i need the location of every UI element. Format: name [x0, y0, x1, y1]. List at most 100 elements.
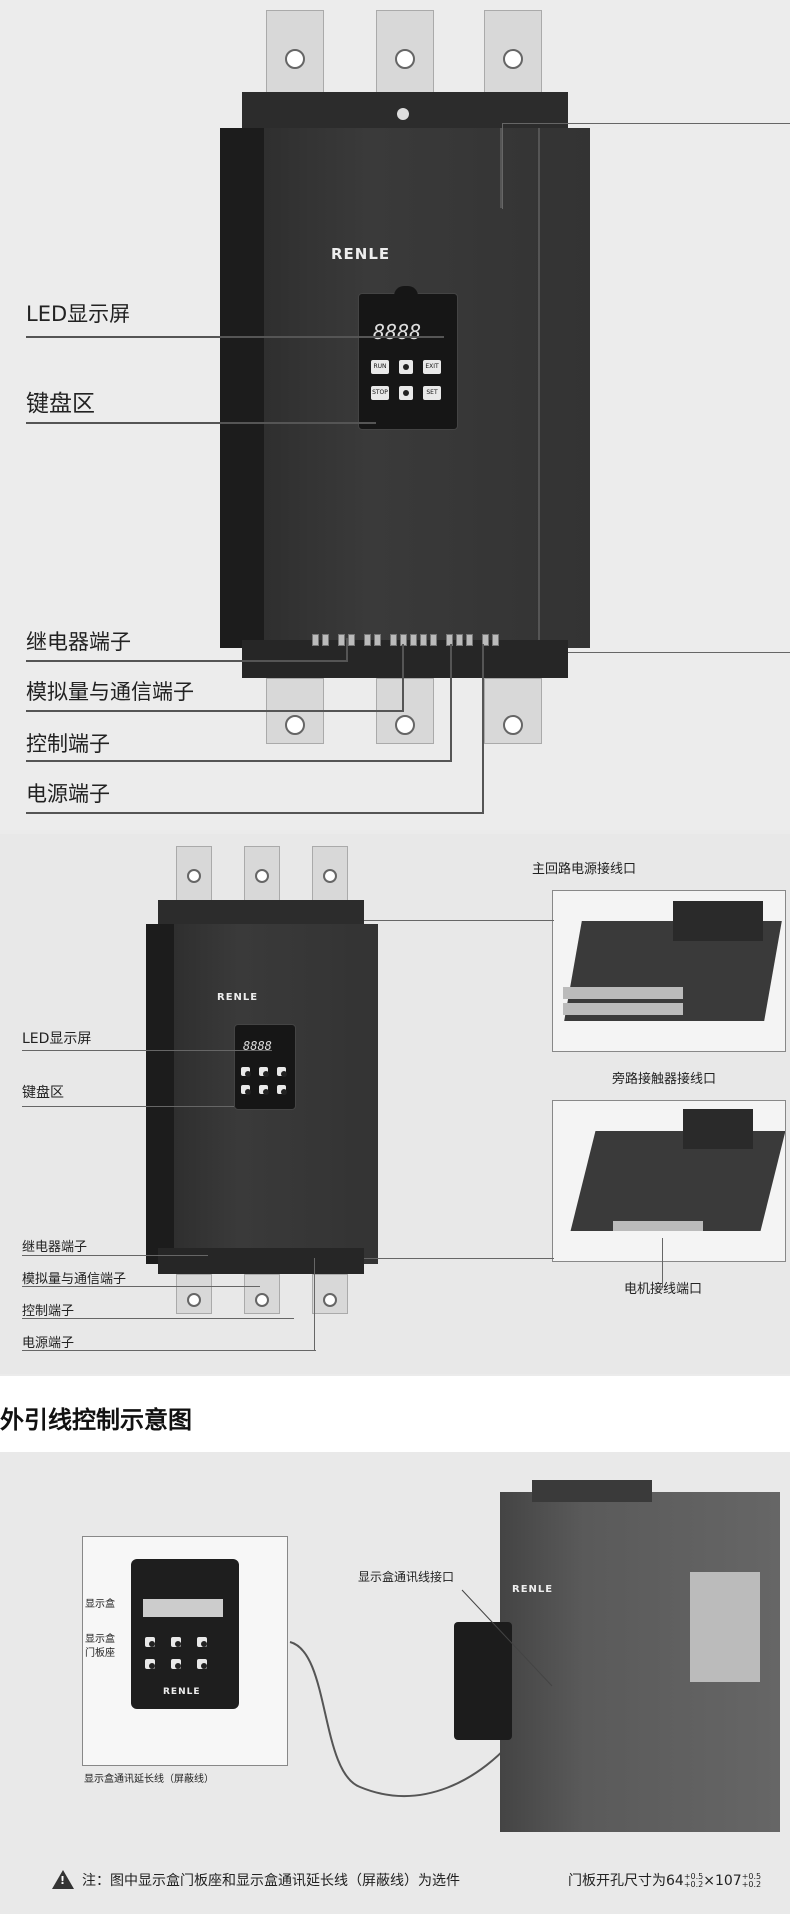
p2-top-frame	[158, 900, 364, 928]
leader-relay-v	[346, 638, 348, 662]
unit-top-fins	[532, 1480, 652, 1502]
brand-logo: RENLE	[331, 245, 391, 263]
panel-overview-large: RENLE 8888 RUN EXIT STOP SET LED显示屏 键盘区 …	[0, 0, 790, 830]
warning-icon: !	[52, 1870, 74, 1889]
label-door-seat: 显示盒 门板座	[85, 1634, 115, 1659]
leader-led	[26, 336, 444, 338]
p2-leader-led	[22, 1050, 272, 1051]
p2-leader-motor-v	[662, 1238, 663, 1288]
top-lug-3	[484, 10, 542, 100]
panel-overview-with-ports: RENLE 8888 LED显示屏 键盘区 继电器端子 模拟量与通信端子 控制端…	[0, 834, 790, 1374]
label-display-box: 显示盒	[85, 1599, 115, 1610]
body-side-edge	[220, 128, 264, 648]
box-key-2[interactable]	[171, 1637, 181, 1647]
bottom-frame	[242, 640, 568, 678]
bottom-lug-3	[484, 678, 542, 744]
p2-top-lug-3	[312, 846, 348, 904]
p2-leader-analog	[22, 1286, 260, 1287]
p2-label-power: 电源端子	[22, 1336, 75, 1351]
down-key[interactable]	[399, 386, 413, 400]
label-comm-interface: 显示盒通讯线接口	[358, 1570, 455, 1584]
label-relay-terminal: 继电器端子	[26, 630, 131, 654]
box-key-3[interactable]	[197, 1637, 207, 1647]
cutout-size: 门板开孔尺寸为64+0.5+0.2×107+0.5+0.2	[568, 1872, 762, 1890]
label-keypad: 键盘区	[26, 391, 95, 417]
p2-led-display: 8888	[243, 1039, 272, 1053]
p2-key-1[interactable]	[241, 1067, 251, 1077]
display-box-brand: RENLE	[163, 1687, 201, 1697]
p2-key-5[interactable]	[259, 1085, 269, 1095]
box-key-1[interactable]	[145, 1637, 155, 1647]
leader-analog-v	[402, 644, 404, 712]
comm-cable	[289, 1641, 521, 1797]
p2-label-keypad: 键盘区	[22, 1085, 64, 1101]
set-key[interactable]: SET	[423, 386, 441, 400]
run-key[interactable]: RUN	[371, 360, 389, 374]
p2-key-3[interactable]	[277, 1067, 287, 1077]
leader-power-v	[482, 644, 484, 814]
top-lug-1	[266, 10, 324, 100]
stop-key[interactable]: STOP	[371, 386, 389, 400]
label-cable: 显示盒通讯延长线（屏蔽线）	[84, 1774, 214, 1785]
interface-leader	[461, 1589, 553, 1687]
leader-keypad	[26, 422, 376, 424]
unit-brand: RENLE	[512, 1584, 554, 1595]
exit-key[interactable]: EXIT	[423, 360, 441, 374]
unit-label-plate	[690, 1572, 760, 1682]
p2-label-relay: 继电器端子	[22, 1240, 88, 1255]
p2-brand-logo: RENLE	[217, 992, 259, 1003]
p2-key-4[interactable]	[241, 1085, 251, 1095]
p2-keypad-module: 8888	[234, 1024, 296, 1110]
p2-top-lug-2	[244, 846, 280, 904]
leader-relay	[26, 660, 348, 662]
leader-control-v	[450, 644, 452, 762]
leader-control	[26, 760, 452, 762]
p2-leader-keypad	[22, 1106, 234, 1107]
p2-leader-control	[22, 1318, 294, 1319]
label-led-display: LED显示屏	[26, 302, 131, 326]
terminal-strip	[312, 628, 499, 650]
box-key-5[interactable]	[171, 1659, 181, 1669]
leader-top-right-v	[502, 123, 503, 209]
display-box-inset: RENLE 显示盒 显示盒 门板座	[82, 1536, 288, 1766]
leader-top-right	[502, 123, 790, 124]
box-key-6[interactable]	[197, 1659, 207, 1669]
leader-power	[26, 812, 484, 814]
label-power-terminal: 电源端子	[26, 782, 110, 806]
p2-label-main-power: 主回路电源接线口	[532, 862, 637, 877]
box-key-4[interactable]	[145, 1659, 155, 1669]
p2-bottom-lug-2	[244, 1274, 280, 1314]
p2-bottom-lug-1	[176, 1274, 212, 1314]
inset-motor-port	[552, 1100, 786, 1262]
p2-label-analog: 模拟量与通信端子	[22, 1272, 127, 1287]
p2-bottom-lug-3	[312, 1274, 348, 1314]
mounted-display	[454, 1622, 512, 1740]
panel-external-lead: RENLE 显示盒 显示盒 门板座 显示盒通讯延长线（屏蔽线） RENLE 显示…	[0, 1452, 790, 1914]
body-groove-2	[500, 128, 502, 208]
p2-label-motor: 电机接线端口	[624, 1282, 703, 1297]
keypad-top-bump	[394, 286, 418, 296]
p2-body-side	[146, 924, 174, 1264]
p2-leader-main-power	[364, 920, 554, 921]
p2-key-6[interactable]	[277, 1085, 287, 1095]
p2-bottom-frame	[158, 1248, 364, 1274]
label-control-terminal: 控制端子	[26, 732, 110, 756]
p2-leader-motor	[364, 1258, 554, 1259]
p2-leader-relay	[22, 1255, 208, 1256]
section-title: 外引线控制示意图	[0, 1406, 192, 1434]
label-analog-comm-terminal: 模拟量与通信端子	[26, 680, 194, 704]
p2-label-bypass: 旁路接触器接线口	[612, 1072, 717, 1087]
section-title-bar: 外引线控制示意图	[0, 1376, 790, 1452]
p2-key-2[interactable]	[259, 1067, 269, 1077]
p2-label-control: 控制端子	[22, 1304, 75, 1319]
display-box-body: RENLE	[131, 1559, 239, 1709]
led-display: 8888	[373, 320, 422, 344]
p2-leader-power-v	[314, 1258, 315, 1350]
leader-bottom-right	[568, 652, 790, 653]
inset-main-power-port	[552, 890, 786, 1052]
top-frame-screw	[397, 108, 409, 120]
note-optional: 注：图中显示盒门板座和显示盒通讯延长线（屏蔽线）为选件	[82, 1873, 460, 1889]
leader-analog	[26, 710, 404, 712]
body-groove	[538, 128, 540, 648]
up-key[interactable]	[399, 360, 413, 374]
